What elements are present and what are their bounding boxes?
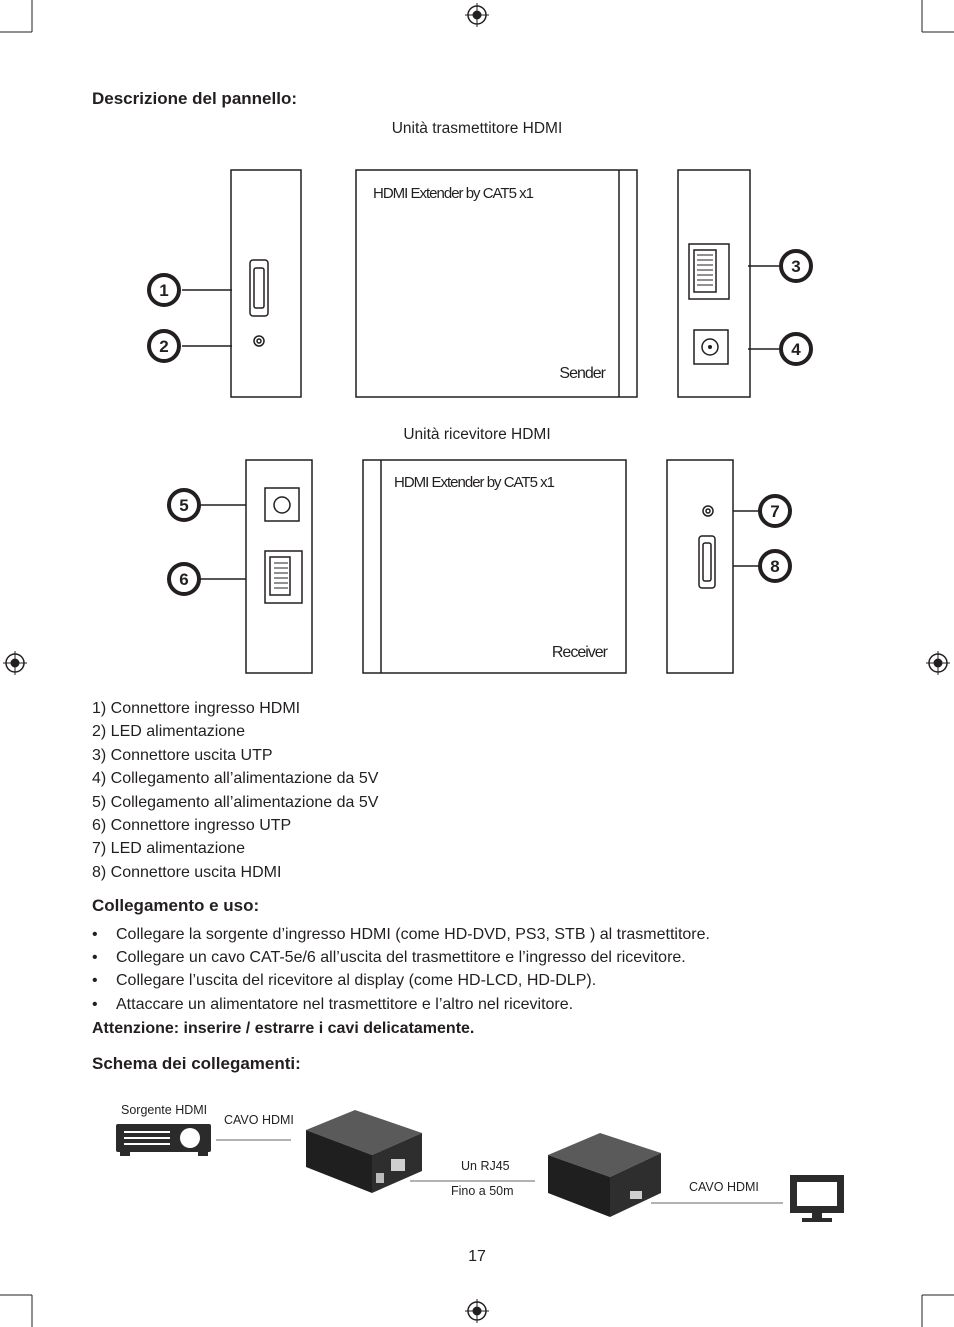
receiver-output-panel: [666, 459, 734, 674]
rj45-input-port-icon: [264, 550, 303, 604]
cable1-label: CAVO HDMI: [224, 1113, 294, 1127]
callout-5: [167, 488, 201, 522]
bullet-symbol: •: [92, 949, 98, 966]
section-title-usage: Collegamento e uso:: [92, 896, 260, 915]
callout-2-label: 2: [159, 337, 168, 356]
legend-item: 5) Collegamento all’alimentazione da 5V: [92, 794, 379, 811]
hdmi-output-port-icon: [698, 535, 716, 589]
usage-bullet-text: Collegare l’uscita del ricevitore al dis…: [116, 972, 597, 989]
legend-item: 8) Connettore uscita HDMI: [92, 864, 282, 881]
dc-power-jack-icon: [264, 487, 300, 522]
section-title-schema: Schema dei collegamenti:: [92, 1054, 301, 1073]
legend-item: 6) Connettore ingresso UTP: [92, 817, 292, 834]
callout-4-label: 4: [791, 340, 801, 359]
registration-mark-top: [465, 3, 489, 27]
bullet-symbol: •: [92, 996, 98, 1013]
legend-item: 7) LED alimentazione: [92, 840, 245, 857]
receiver-caption: Unità ricevitore HDMI: [403, 426, 551, 443]
usage-bullet-text: Collegare la sorgente d’ingresso HDMI (c…: [116, 926, 710, 943]
receiver-top-view: [362, 459, 627, 674]
receiver-device-icon: [548, 1133, 661, 1217]
transmitter-device-icon: [306, 1110, 422, 1193]
callout-6-label: 6: [179, 570, 188, 589]
rj45-label: Un RJ45: [461, 1159, 510, 1173]
callout-1-label: 1: [159, 281, 168, 300]
callout-2: [147, 329, 181, 363]
display-icon: [790, 1175, 844, 1222]
callout-3: [779, 249, 813, 283]
sender-label: Sender: [559, 365, 606, 382]
connection-schema: Sorgente HDMI CAVO HDMI Un RJ45 Fino a 5…: [116, 1103, 844, 1222]
transmitter-input-panel: [230, 169, 302, 398]
transmitter-device-label: HDMI Extender by CAT5 x1: [373, 185, 534, 202]
callout-8-label: 8: [770, 557, 779, 576]
bullet-symbol: •: [92, 926, 98, 943]
bullet-symbol: •: [92, 972, 98, 989]
usage-bullet: • Collegare l’uscita del ricevitore al di…: [92, 972, 596, 990]
usage-bullet: • Attaccare un alimentatore nel trasmetti…: [92, 996, 573, 1014]
callout-7-label: 7: [770, 502, 779, 521]
legend-item: 1) Connettore ingresso HDMI: [92, 700, 301, 717]
page-number: 17: [468, 1248, 486, 1265]
cable2-label: CAVO HDMI: [689, 1180, 759, 1194]
registration-mark-right: [926, 651, 950, 675]
callout-6: [167, 562, 201, 596]
power-led-icon: [702, 505, 714, 517]
callout-8: [758, 549, 792, 583]
distance-label: Fino a 50m: [451, 1184, 514, 1198]
usage-bullet: • Collegare la sorgente d’ingresso HDMI (…: [92, 926, 710, 944]
legend-item: 2) LED alimentazione: [92, 723, 245, 740]
receiver-input-panel: [245, 459, 313, 674]
callout-5-label: 5: [179, 496, 188, 515]
power-led-icon: [253, 335, 265, 347]
registration-mark-left: [3, 651, 27, 675]
hdmi-input-port-icon: [249, 259, 269, 317]
transmitter-caption: Unità trasmettitore HDMI: [391, 120, 563, 137]
legend-item: 4) Collegamento all’alimentazione da 5V: [92, 770, 379, 787]
dc-power-jack-icon: [693, 329, 729, 365]
transmitter-top-view: [355, 169, 638, 398]
rj45-output-port-icon: [688, 243, 730, 300]
usage-bullet: • Collegare un cavo CAT-5e/6 all’uscita d…: [92, 949, 686, 967]
callout-3-label: 3: [791, 257, 800, 276]
transmitter-diagram: 1 2 3 4 HDMI Extender by CAT5 x1 Sender: [147, 169, 813, 398]
transmitter-output-panel: [677, 169, 751, 398]
receiver-label: Receiver: [552, 644, 609, 661]
receiver-diagram: 5 6 7 8 HDMI Extender by CAT5 x1 Receive…: [167, 459, 792, 674]
callout-1: [147, 273, 181, 307]
callout-4: [779, 332, 813, 366]
hdmi-source-icon: [116, 1124, 211, 1156]
legend-item: 3) Connettore uscita UTP: [92, 747, 273, 764]
usage-bullet-text: Collegare un cavo CAT-5e/6 all’uscita de…: [116, 949, 686, 966]
receiver-device-label: HDMI Extender by CAT5 x1: [394, 474, 555, 491]
callout-7: [758, 494, 792, 528]
source-label: Sorgente HDMI: [121, 1103, 207, 1117]
warning-text: Attenzione: inserire / estrarre i cavi d…: [92, 1020, 475, 1037]
usage-bullet-text: Attaccare un alimentatore nel trasmettit…: [116, 996, 574, 1013]
section-title-panel: Descrizione del pannello:: [92, 89, 297, 108]
registration-mark-bottom: [465, 1299, 489, 1323]
